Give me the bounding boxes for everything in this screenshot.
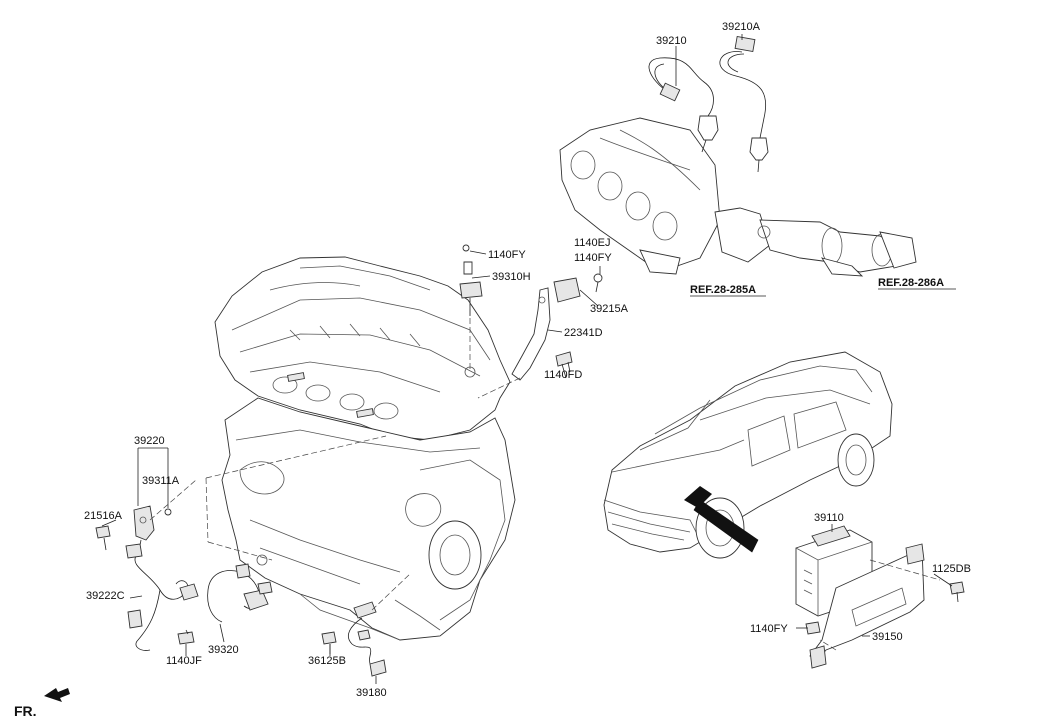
front-arrow-icon — [44, 688, 70, 702]
oxygen-sensor-upstream — [648, 57, 719, 153]
label-1140ej: 1140EJ — [574, 237, 611, 249]
label-39110: 39110 — [814, 512, 844, 524]
label-22341d: 22341D — [564, 327, 603, 339]
front-label: FR. — [14, 703, 37, 719]
label-ref-28-285a[interactable]: REF.28-285A — [690, 284, 756, 296]
leader-lines — [101, 34, 953, 684]
bolt-1140jf-illustration — [177, 631, 195, 656]
label-39210: 39210 — [656, 35, 687, 47]
label-39210a: 39210A — [722, 21, 761, 33]
label-1140jf: 1140JF — [166, 655, 202, 667]
label-1125db: 1125DB — [932, 563, 971, 575]
label-39320: 39320 — [208, 644, 239, 656]
wire-harness-39222c — [125, 543, 199, 651]
label-39215a: 39215A — [590, 303, 629, 315]
label-39150: 39150 — [872, 631, 903, 643]
label-21516a: 21516A — [84, 510, 123, 522]
vehicle-illustration — [603, 351, 893, 559]
bolt-36125b-illustration — [321, 631, 337, 656]
oxygen-sensor-downstream — [719, 36, 769, 173]
bracket-22341d-illustration — [511, 273, 603, 381]
label-39220: 39220 — [134, 435, 165, 447]
label-39310h: 39310H — [492, 271, 531, 283]
exhaust-manifold-illustration — [559, 117, 917, 277]
label-36125b: 36125B — [308, 655, 346, 667]
engine-block-illustration — [214, 256, 516, 641]
label-1140fy-top: 1140FY — [488, 249, 526, 261]
bolt-1125db-illustration — [949, 581, 965, 603]
part-labels: 39210 39210A 1140FY 39310H 1140EJ 1140FY… — [84, 21, 971, 699]
label-39180: 39180 — [356, 687, 387, 699]
bolt-1140fy-ecu-illustration — [805, 621, 821, 635]
crank-position-sensor-39180 — [348, 601, 387, 677]
label-1140fy-ecu: 1140FY — [750, 623, 788, 635]
bolt-21516a-illustration — [95, 525, 111, 551]
knock-sensor-39320 — [207, 563, 273, 623]
label-1140fy-mid: 1140FY — [574, 252, 612, 264]
label-39311a: 39311A — [142, 475, 180, 487]
mounting-dashed-lines — [149, 300, 941, 651]
label-ref-28-286a[interactable]: REF.28-286A — [878, 277, 944, 289]
ecu-bracket-39150-illustration — [809, 543, 925, 669]
label-39222c: 39222C — [86, 590, 125, 602]
cam-position-sensor-39220 — [133, 505, 172, 557]
front-direction-indicator: FR. — [14, 688, 70, 719]
label-1140fd: 1140FD — [544, 369, 582, 381]
